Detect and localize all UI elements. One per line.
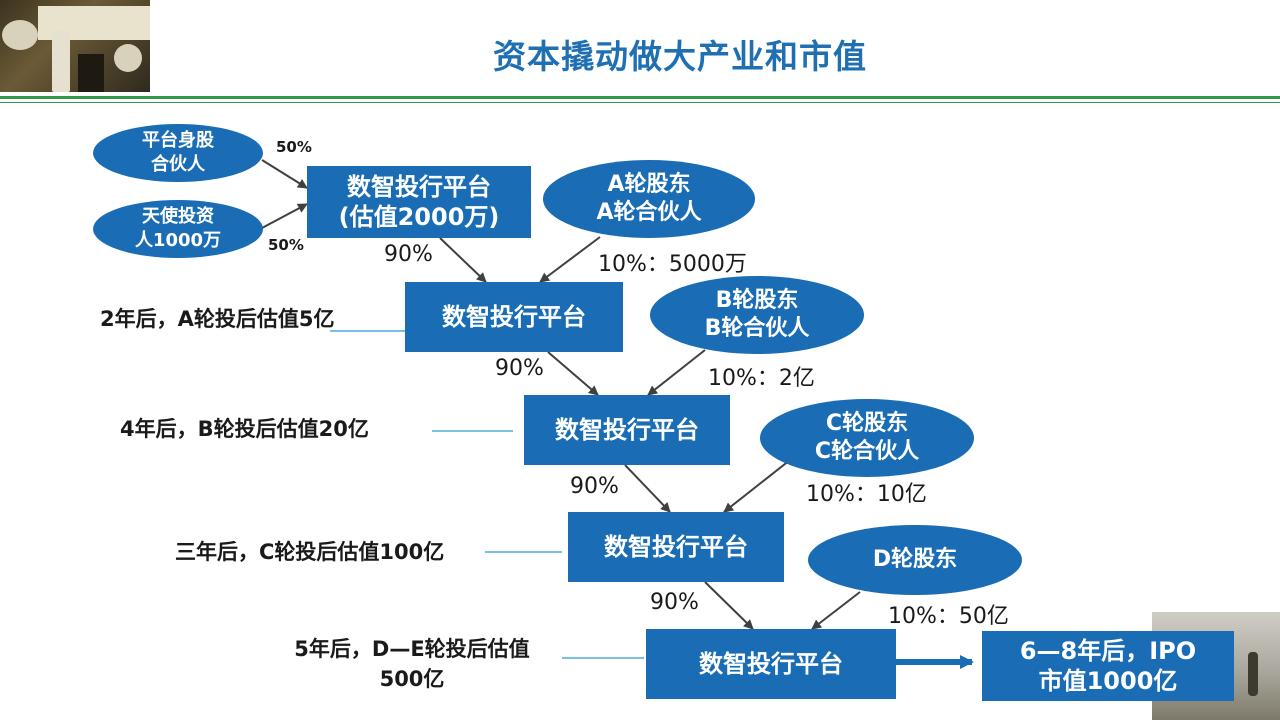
investor-oval-d: D轮股东: [808, 525, 1022, 595]
investor-b-line1: B轮股东: [715, 288, 799, 313]
stage-label-c: 三年后，C轮投后估值100亿: [175, 540, 445, 564]
arrow-angel-to-platform: [261, 203, 308, 229]
platform-initial-name: 数智投行平台: [347, 173, 491, 201]
retain-pct-3: 90%: [570, 474, 619, 499]
angel-investor-line1: 天使投资: [142, 206, 214, 227]
founder-partner-oval: 平台身股 合伙人: [93, 124, 263, 182]
conference-logo: [2, 20, 38, 50]
investor-a-line2: A轮合伙人: [596, 200, 702, 225]
platform-box-round-c: 数智投行平台: [568, 512, 784, 582]
investor-oval-c: C轮股东 C轮合伙人: [760, 399, 974, 477]
platform-d-name: 数智投行平台: [699, 650, 843, 678]
speaker-figure: [52, 30, 70, 92]
stage-label-d: 5年后，D—E轮投后估值 500亿: [272, 634, 552, 694]
header-divider: [0, 96, 1280, 99]
investor-oval-b: B轮股东 B轮合伙人: [650, 276, 864, 354]
ipo-line2: 市值1000亿: [1038, 667, 1178, 695]
founder-share-pct: 50%: [276, 138, 312, 156]
investor-c-line2: C轮合伙人: [814, 439, 920, 464]
angel-share-pct: 50%: [268, 236, 304, 254]
investor-a-share: 10%：5000万: [598, 252, 747, 277]
arrow-investor-c: [723, 459, 791, 513]
page-title: 资本撬动做大产业和市值: [493, 37, 867, 76]
investor-a-line1: A轮股东: [607, 172, 691, 197]
investor-c-share: 10%：10亿: [806, 482, 927, 507]
platform-a-name: 数智投行平台: [442, 303, 586, 331]
investor-d-share: 10%：50亿: [888, 604, 1009, 629]
stage-label-d-line1: 5年后，D—E轮投后估值: [294, 637, 530, 661]
retain-pct-4: 90%: [650, 590, 699, 615]
platform-box-round-d: 数智投行平台: [646, 629, 896, 699]
investor-oval-a: A轮股东 A轮合伙人: [543, 160, 755, 238]
arrow-platform1-to-2: [439, 237, 487, 283]
arrow-platform3-to-4: [624, 464, 671, 513]
platform-c-name: 数智投行平台: [604, 533, 748, 561]
investor-c-line1: C轮股东: [825, 411, 909, 436]
ipo-box: 6—8年后，IPO 市值1000亿: [982, 631, 1234, 701]
conference-photo: [0, 0, 150, 92]
founder-partner-line1: 平台身股: [142, 130, 214, 151]
conference-logo-right: [114, 44, 142, 72]
retain-pct-2: 90%: [495, 356, 544, 381]
stage-label-a: 2年后，A轮投后估值5亿: [100, 307, 335, 331]
header-divider-thin: [0, 102, 1280, 103]
angel-investor-line2: 人1000万: [134, 230, 222, 251]
platform-box-initial: 数智投行平台 (估值2000万): [307, 166, 531, 238]
angel-investor-oval: 天使投资 人1000万: [93, 200, 263, 258]
investor-d-line1: D轮股东: [872, 547, 958, 572]
platform-initial-valuation: (估值2000万): [338, 203, 500, 231]
arrow-platform4-to-5: [704, 581, 754, 630]
arrow-platform2-to-3: [547, 351, 599, 396]
podium: [78, 54, 104, 92]
retain-pct-1: 90%: [384, 242, 433, 267]
arrow-founder-to-platform: [261, 159, 308, 189]
founder-partner-line2: 合伙人: [151, 154, 205, 175]
arrow-investor-d: [811, 591, 861, 630]
arrow-investor-b: [647, 349, 706, 396]
platform-box-round-b: 数智投行平台: [524, 395, 730, 465]
stage-label-b: 4年后，B轮投后估值20亿: [120, 417, 369, 441]
platform-b-name: 数智投行平台: [555, 416, 699, 444]
stage-label-d-line2: 500亿: [379, 667, 445, 691]
platform-box-round-a: 数智投行平台: [405, 282, 623, 352]
standing-figure: [1248, 652, 1258, 696]
ipo-line1: 6—8年后，IPO: [1019, 637, 1197, 665]
investor-b-share: 10%：2亿: [708, 366, 815, 391]
investor-b-line2: B轮合伙人: [704, 316, 810, 341]
arrow-investor-a: [539, 236, 601, 283]
